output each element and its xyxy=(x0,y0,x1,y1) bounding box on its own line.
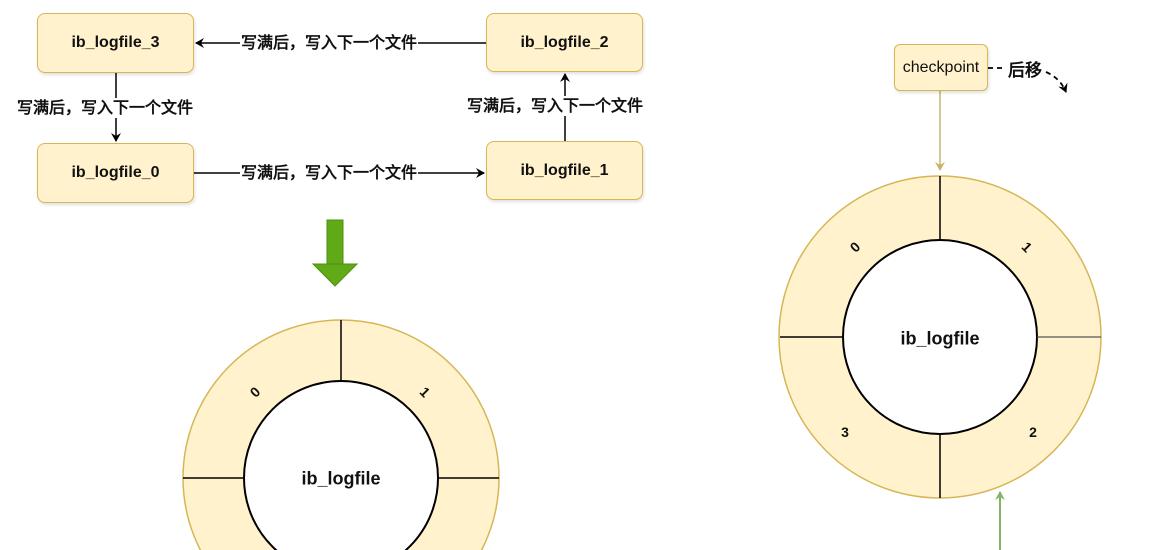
logfile-box-2: ib_logfile_2 xyxy=(486,13,643,72)
checkpoint-move-label: 后移 xyxy=(1008,61,1042,81)
left-ring xyxy=(182,319,500,550)
edge-label-1-to-2: 写满后，写入下一个文件 xyxy=(466,96,645,116)
big-down-arrow-icon xyxy=(311,219,359,287)
edge-label-0-to-1: 写满后，写入下一个文件 xyxy=(240,163,419,183)
left-ring-center-label: ib_logfile xyxy=(301,468,381,489)
logfile-box-3: ib_logfile_3 xyxy=(37,13,194,73)
edge-label-2-to-3: 写满后，写入下一个文件 xyxy=(240,33,419,53)
logfile-box-label: ib_logfile_0 xyxy=(71,164,160,181)
move-dashed-arrow xyxy=(1045,71,1068,93)
right-ring-segment-3: 3 xyxy=(841,424,849,440)
checkpoint-label: checkpoint xyxy=(902,58,980,76)
right-ring xyxy=(778,175,1102,499)
right-ring-segment-2: 2 xyxy=(1029,424,1037,440)
logfile-box-0: ib_logfile_0 xyxy=(37,143,194,203)
logfile-box-label: ib_logfile_3 xyxy=(71,34,160,51)
logfile-box-label: ib_logfile_2 xyxy=(520,33,609,51)
edge-label-3-to-0: 写满后，写入下一个文件 xyxy=(16,98,195,118)
right-ring-center-label: ib_logfile xyxy=(900,328,980,349)
checkpoint-box: checkpoint xyxy=(894,44,988,91)
logfile-box-label: ib_logfile_1 xyxy=(520,161,609,179)
logfile-box-1: ib_logfile_1 xyxy=(486,141,643,200)
